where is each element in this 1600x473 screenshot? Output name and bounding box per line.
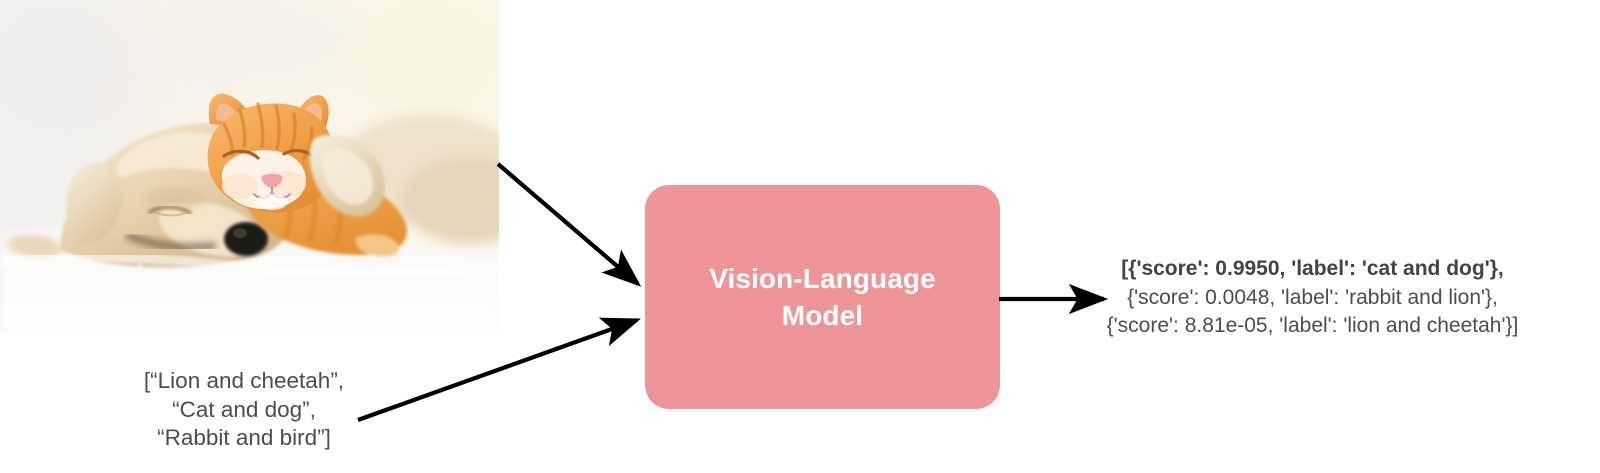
vision-language-model-box[interactable]: Vision-Language Model <box>645 185 1000 409</box>
arrow-image-to-model <box>496 162 642 287</box>
output-line-2: {'score': 0.0048, 'label': 'rabbit and l… <box>1127 285 1498 309</box>
model-output-predictions: [{'score': 0.9950, 'label': 'cat and dog… <box>1060 255 1565 341</box>
output-line-3: {'score': 8.81e-05, 'label': 'lion and c… <box>1106 314 1519 337</box>
input-image-illustration <box>0 0 499 331</box>
input-image <box>0 0 499 331</box>
output-line-1: [{'score': 0.9950, 'label': 'cat and dog… <box>1121 257 1504 280</box>
model-box-label: Vision-Language Model <box>709 262 936 331</box>
text-prompt-list: [“Lion and cheetah”, “Cat and dog”, “Rab… <box>143 368 345 450</box>
